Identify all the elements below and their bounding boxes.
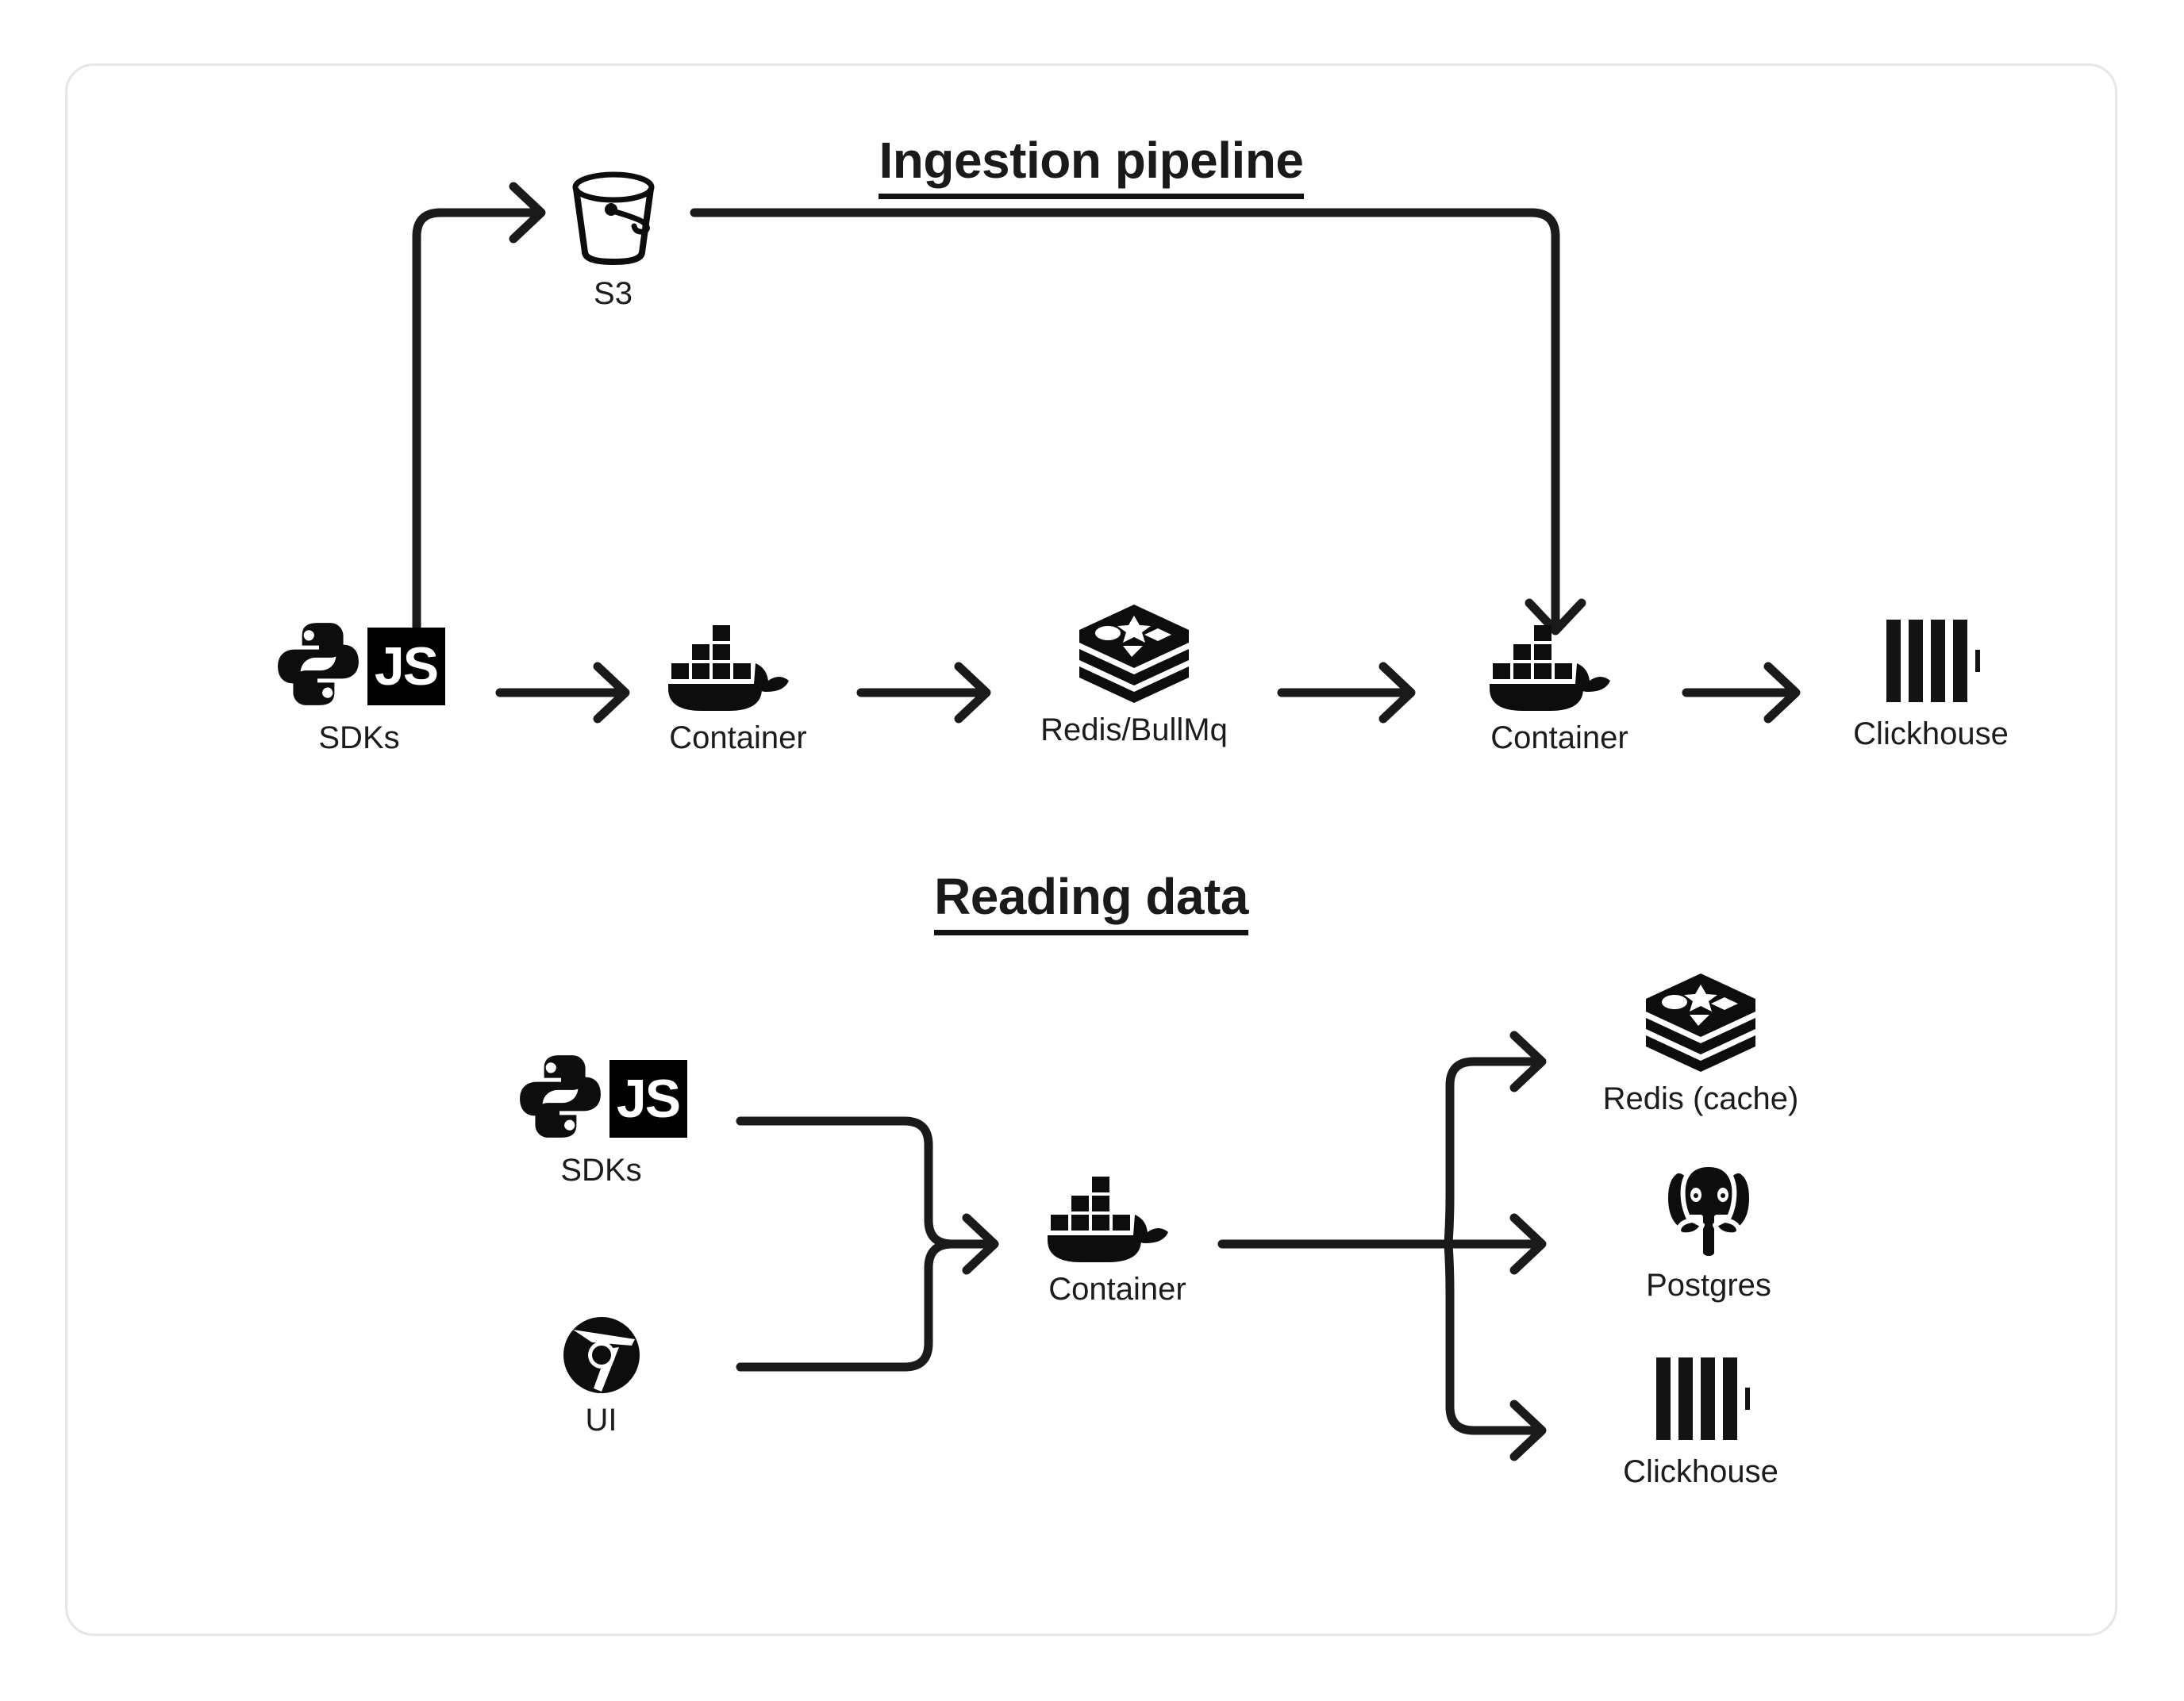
- js-badge-text: JS: [374, 635, 439, 697]
- node-s3-label: S3: [594, 276, 633, 311]
- ingestion-title-text: Ingestion pipeline: [879, 133, 1304, 200]
- edge-merge-arrow-head: [962, 1213, 999, 1275]
- postgres-icon: [1590, 1162, 1828, 1260]
- node-container-reading[interactable]: Container: [994, 1169, 1240, 1307]
- reading-title-text: Reading data: [934, 870, 1248, 936]
- node-clickhouse-reading-label: Clickhouse: [1623, 1454, 1778, 1489]
- docker-icon: [1432, 617, 1686, 712]
- node-clickhouse-ingestion-label: Clickhouse: [1853, 716, 2009, 751]
- node-container1-label: Container: [669, 720, 807, 755]
- node-container-reading-label: Container: [1048, 1272, 1186, 1307]
- clickhouse-icon: [1796, 613, 2066, 708]
- ingestion-section-title: Ingestion pipeline: [67, 131, 2115, 200]
- python-icon: [274, 620, 363, 712]
- node-container1[interactable]: Container: [615, 617, 861, 755]
- edge-container1-to-s3: [412, 208, 536, 662]
- edge-container1-to-redis-head: [954, 662, 991, 724]
- node-container2[interactable]: Container: [1432, 617, 1686, 755]
- python-icon: [516, 1052, 605, 1145]
- js-badge-text: JS: [616, 1068, 681, 1129]
- javascript-icon: JS: [609, 1059, 687, 1138]
- node-postgres[interactable]: Postgres: [1590, 1162, 1828, 1303]
- node-ui[interactable]: UI: [540, 1300, 663, 1438]
- javascript-icon: JS: [367, 627, 445, 705]
- edge-s3-to-container2: [690, 208, 1560, 626]
- edge-ui-merge-bottom: [736, 1239, 989, 1372]
- redis-icon: [1542, 973, 1859, 1073]
- chrome-icon: [540, 1300, 663, 1395]
- redis-icon: [986, 605, 1282, 705]
- edge-redis-to-container2-head: [1378, 662, 1416, 724]
- node-clickhouse-ingestion[interactable]: Clickhouse: [1796, 613, 2066, 751]
- node-s3[interactable]: S3: [532, 171, 694, 311]
- node-ui-label: UI: [585, 1403, 617, 1438]
- python-js-sdk-icon: JS: [460, 1050, 742, 1145]
- node-redis-cache-label: Redis (cache): [1602, 1081, 1799, 1116]
- node-clickhouse-reading[interactable]: Clickhouse: [1566, 1351, 1836, 1489]
- edge-container2-to-clickhouse-head: [1763, 662, 1801, 724]
- clickhouse-icon: [1566, 1351, 1836, 1446]
- docker-icon: [994, 1169, 1240, 1264]
- reading-section-title: Reading data: [67, 867, 2115, 936]
- node-redis-bullmq[interactable]: Redis/BullMq: [986, 605, 1282, 747]
- edge-fan-straight-postgres-head: [1509, 1213, 1547, 1275]
- docker-icon: [615, 617, 861, 712]
- edge-sdks-merge-top: [736, 1116, 989, 1249]
- node-redis-bullmq-label: Redis/BullMq: [1040, 712, 1228, 747]
- edge-fan-down-clickhouse-head: [1509, 1400, 1547, 1461]
- node-sdks-ingestion[interactable]: JS SDKs: [218, 617, 500, 755]
- node-sdks-reading-label: SDKs: [560, 1153, 642, 1188]
- edge-fan-up-redis-head: [1509, 1031, 1547, 1092]
- node-redis-cache[interactable]: Redis (cache): [1542, 973, 1859, 1116]
- python-js-sdk-icon: JS: [218, 617, 500, 712]
- node-container2-label: Container: [1490, 720, 1628, 755]
- edge-fan-up-redis: [1444, 1057, 1536, 1249]
- node-sdks-ingestion-label: SDKs: [318, 720, 400, 755]
- node-sdks-reading[interactable]: JS SDKs: [460, 1050, 742, 1188]
- node-postgres-label: Postgres: [1646, 1268, 1771, 1303]
- diagram-card: Ingestion pipeline: [65, 63, 2117, 1636]
- bucket-icon: [532, 171, 694, 268]
- edge-fan-down-clickhouse: [1444, 1239, 1536, 1435]
